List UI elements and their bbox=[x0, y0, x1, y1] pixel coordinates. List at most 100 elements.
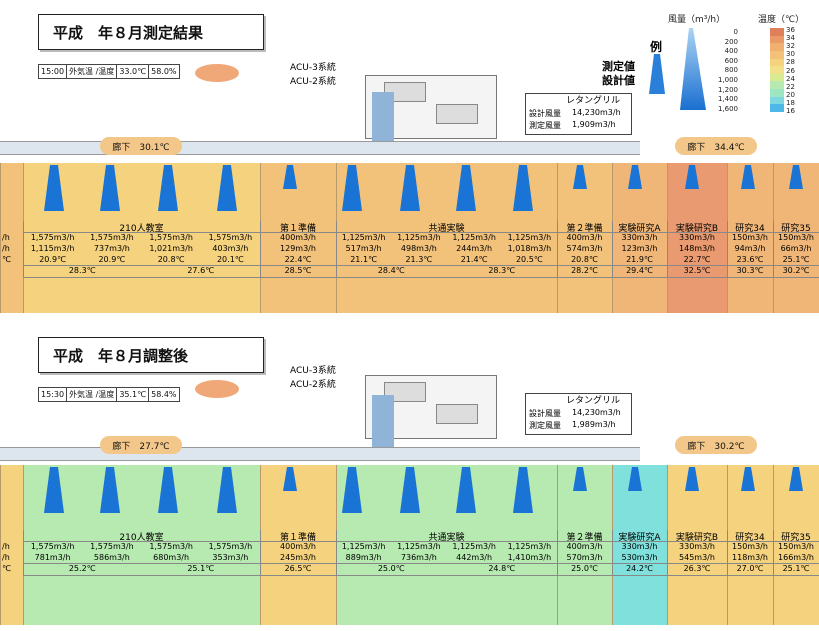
example-cone-icon bbox=[649, 54, 665, 94]
room-name: 共通実験 bbox=[428, 224, 465, 234]
room-2 bbox=[260, 465, 337, 625]
table-bottom-line bbox=[557, 575, 612, 576]
unit-wc-right bbox=[436, 404, 478, 424]
temp-tick: 20 bbox=[786, 90, 795, 99]
avg-temp: 25.2℃ bbox=[68, 564, 96, 573]
temp-tick: 22 bbox=[786, 82, 795, 91]
table-top-line bbox=[727, 541, 773, 542]
avg-temp: 27.0℃ bbox=[736, 564, 764, 573]
table-left-line bbox=[667, 530, 668, 575]
table-top-line bbox=[557, 232, 612, 233]
cell-value: 517m3/h bbox=[345, 244, 382, 253]
cell-value: 94m3/h bbox=[734, 244, 766, 253]
cell-value: 118m3/h bbox=[732, 553, 768, 562]
table-mid-line bbox=[260, 563, 336, 564]
table-mid-line bbox=[667, 563, 727, 564]
corridor-left-label: 廊下 27.7℃ bbox=[100, 436, 182, 454]
cell-value: 1,125m3/h bbox=[452, 542, 496, 551]
table-left-line bbox=[773, 530, 774, 575]
diffuser-cone bbox=[573, 165, 587, 189]
acu2-label: ACU-2系統 bbox=[290, 380, 336, 390]
acu2-label: ACU-2系統 bbox=[290, 77, 336, 87]
cell-value: 403m3/h bbox=[212, 244, 249, 253]
cell-value: 736m3/h bbox=[400, 553, 437, 562]
cell-value: 244m3/h bbox=[456, 244, 493, 253]
table-top-line bbox=[667, 232, 727, 233]
temp-scale-swatch bbox=[770, 43, 784, 52]
measured-airflow-label: 測定風量 bbox=[529, 121, 561, 130]
stub-cell: /h bbox=[2, 233, 10, 242]
table-top-line bbox=[773, 541, 819, 542]
cell-value: 1,575m3/h bbox=[30, 233, 75, 242]
avg-temp: 28.3℃ bbox=[68, 266, 96, 275]
temp-scale-swatch bbox=[770, 96, 784, 105]
cell-value: 586m3/h bbox=[93, 553, 130, 562]
room-name: 研究34 bbox=[735, 224, 765, 234]
cell-value: 21.9℃ bbox=[626, 255, 653, 264]
table-top-line bbox=[336, 541, 557, 542]
table-top-line bbox=[260, 232, 336, 233]
diffuser-cone bbox=[573, 467, 587, 491]
stub-cell: /h bbox=[2, 244, 10, 253]
room-name: 研究35 bbox=[781, 224, 811, 234]
avg-temp: 30.3℃ bbox=[736, 266, 764, 275]
cell-value: 148m3/h bbox=[679, 244, 715, 253]
cell-value: 1,125m3/h bbox=[507, 233, 552, 242]
diffuser-cone bbox=[628, 467, 642, 491]
cell-value: 66m3/h bbox=[780, 244, 812, 253]
temp-color-scale bbox=[770, 28, 784, 113]
weather-field: 外気温 /温度 bbox=[67, 65, 118, 78]
sun-oval bbox=[195, 380, 239, 398]
airflow-tick: 200 bbox=[724, 37, 738, 46]
room-2 bbox=[260, 163, 337, 313]
avg-temp: 25.0℃ bbox=[571, 564, 598, 573]
duct-horizontal bbox=[0, 141, 640, 155]
table-bottom-line bbox=[336, 575, 557, 576]
room-name: 研究34 bbox=[735, 533, 765, 543]
panel-title: 平成 年８月調整後 bbox=[38, 337, 264, 373]
room-0 bbox=[0, 163, 24, 313]
stub-cell: /h bbox=[2, 542, 10, 551]
avg-temp: 28.4℃ bbox=[377, 266, 405, 275]
table-bottom-line bbox=[667, 277, 727, 278]
airflow-tick: 1,400 bbox=[717, 95, 738, 104]
cell-value: 23.6℃ bbox=[736, 255, 764, 264]
table-left-line bbox=[773, 221, 774, 277]
temp-scale-swatch bbox=[770, 73, 784, 82]
table-top-line bbox=[667, 541, 727, 542]
cell-value: 123m3/h bbox=[621, 244, 658, 253]
cell-value: 1,018m3/h bbox=[507, 244, 552, 253]
temp-tick: 32 bbox=[786, 42, 795, 51]
cell-value: 737m3/h bbox=[93, 244, 130, 253]
cell-value: 889m3/h bbox=[345, 553, 382, 562]
cell-value: 166m3/h bbox=[778, 553, 814, 562]
cell-value: 400m3/h bbox=[280, 233, 316, 242]
cell-value: 150m3/h bbox=[778, 542, 814, 551]
cell-value: 1,125m3/h bbox=[397, 233, 441, 242]
table-bottom-line bbox=[260, 575, 336, 576]
diffuser-cone bbox=[513, 165, 533, 211]
cell-value: 1,125m3/h bbox=[397, 542, 441, 551]
design-label: 設計値 bbox=[602, 74, 635, 87]
temp-tick: 34 bbox=[786, 34, 795, 43]
diffuser-cone bbox=[217, 467, 237, 513]
table-top-line bbox=[612, 541, 667, 542]
diffuser-cone bbox=[158, 165, 178, 211]
diffuser-cone bbox=[741, 467, 755, 491]
avg-temp: 24.8℃ bbox=[488, 564, 516, 573]
table-left-line bbox=[557, 530, 558, 575]
measured-airflow-label: 測定風量 bbox=[529, 421, 561, 430]
avg-temp: 29.4℃ bbox=[626, 266, 653, 275]
room-name: 実験研究A bbox=[618, 533, 661, 543]
table-left-line bbox=[612, 530, 613, 575]
diffuser-cone bbox=[283, 165, 297, 189]
grille-title: レタングリル bbox=[566, 96, 621, 106]
airflow-tick: 600 bbox=[724, 56, 738, 65]
table-left-line bbox=[612, 221, 613, 277]
weather-field: 58.4% bbox=[151, 390, 177, 399]
room-name: 共通実験 bbox=[428, 533, 465, 543]
cell-value: 20.8℃ bbox=[571, 255, 598, 264]
table-bottom-line bbox=[773, 277, 819, 278]
weather-field: 33.0℃ bbox=[117, 65, 150, 78]
